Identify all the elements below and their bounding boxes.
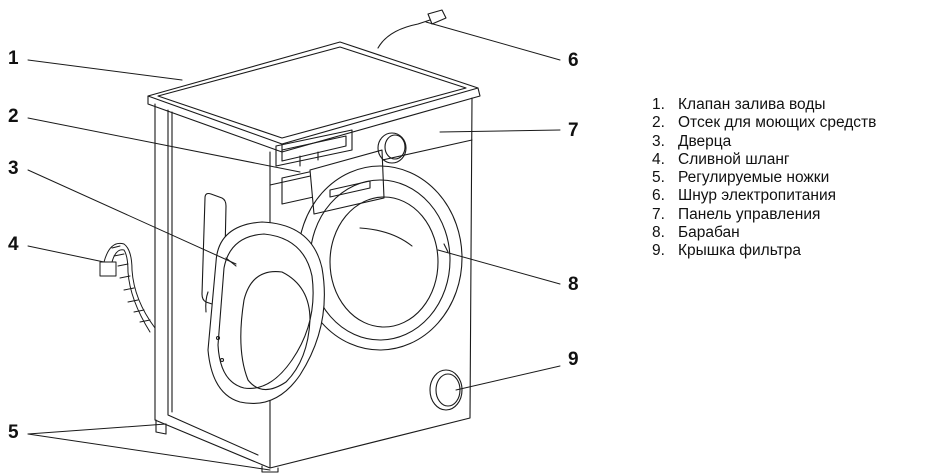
legend-item: 5.Регулируемые ножки: [652, 169, 830, 187]
legend-item: 1.Клапан залива воды: [652, 96, 826, 113]
legend-item: 6.Шнур электропитания: [652, 187, 837, 205]
legend-item: 7.Панель управления: [652, 205, 821, 223]
legend-label: Клапан залива воды: [678, 96, 826, 113]
callout-3: 3: [8, 158, 19, 179]
parts-legend: 1.Клапан залива воды 2.Отсек для моющих …: [652, 96, 876, 261]
drain-hose: [99, 242, 156, 333]
legend-label: Панель управления: [678, 205, 821, 223]
callout-7: 7: [568, 120, 579, 141]
legend-label: Сливной шланг: [678, 150, 790, 168]
drum-opening: [297, 165, 463, 351]
filter-cover: [429, 369, 463, 411]
legend-label: Регулируемые ножки: [678, 169, 830, 187]
callout-4: 4: [8, 234, 19, 255]
legend-label: Отсек для моющих средств: [678, 114, 877, 132]
callout-5: 5: [8, 422, 19, 443]
legend-label: Шнур электропитания: [678, 187, 837, 205]
legend-label: Крышка фильтра: [678, 242, 801, 260]
callout-1: 1: [8, 48, 19, 69]
callout-9: 9: [568, 349, 579, 370]
machine-top: [147, 41, 481, 153]
legend-label: Дверца: [678, 132, 732, 150]
power-cord: [377, 9, 447, 49]
callout-8: 8: [568, 274, 579, 295]
callout-2: 2: [8, 106, 19, 127]
legend-item: 4.Сливной шланг: [652, 150, 790, 168]
legend-item: 3.Дверца: [652, 132, 732, 150]
callout-6: 6: [568, 50, 579, 71]
legend-item: 9.Крышка фильтра: [652, 242, 801, 260]
control-knob: [377, 132, 407, 164]
legend-item: 2.Отсек для моющих средств: [652, 114, 877, 132]
detergent-drawer: [275, 129, 385, 215]
open-door: [205, 221, 325, 404]
legend-label: Барабан: [678, 224, 740, 242]
leader-lines: [27, 21, 561, 471]
legend-item: 8.Барабан: [652, 224, 740, 242]
